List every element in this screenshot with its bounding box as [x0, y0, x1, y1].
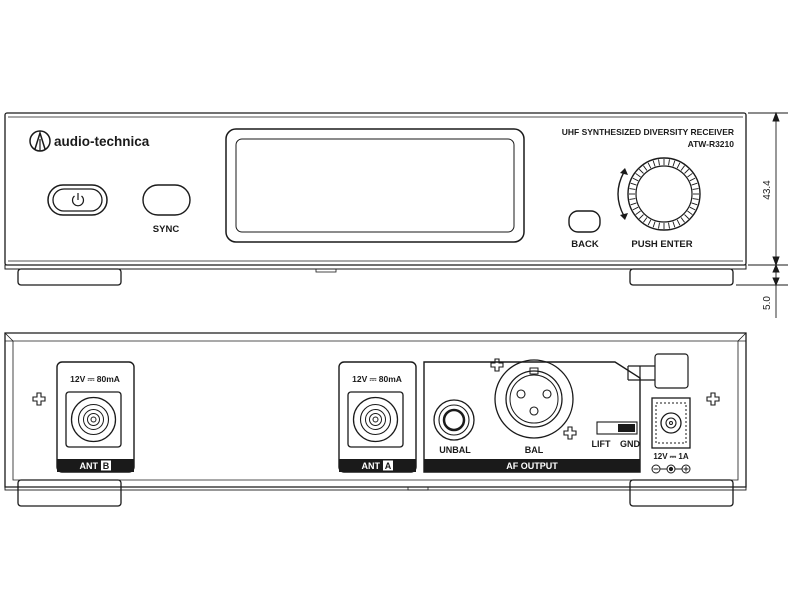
knob-grip-tick [672, 221, 676, 228]
front-foot-left [17, 268, 122, 286]
knob-grip-tick [647, 219, 652, 226]
ant-a-label: ANT [362, 461, 381, 471]
knob-grip-ticks [629, 159, 699, 229]
cable-clamp [627, 353, 689, 389]
ant-a-letter-box [383, 460, 393, 471]
back-button[interactable] [568, 210, 601, 233]
ant-a-label-bar [339, 459, 416, 472]
ant-a-power-rating: 12V ⎓ 80mA [352, 374, 402, 384]
ant-b-letter: B [103, 461, 110, 471]
knob-grip-tick [647, 162, 652, 169]
screw-icon [706, 392, 720, 406]
knob-grip-tick [680, 217, 685, 223]
knob-grip-tick [687, 173, 693, 178]
knob-grip-tick [687, 210, 693, 215]
knob-grip-tick [676, 162, 681, 169]
knob-grip-tick [635, 173, 641, 178]
knob-grip-tick [684, 168, 690, 174]
audio-technica-logo-icon [29, 130, 51, 152]
front-foot-right [629, 268, 734, 286]
lift-label: LIFT [592, 439, 611, 449]
knob-grip-tick [635, 210, 641, 215]
knob-grip-tick [638, 168, 644, 174]
knob-grip-tick [643, 165, 648, 171]
sync-label: SYNC [153, 224, 180, 235]
gnd-label: GND [620, 439, 641, 449]
af-output-panel [423, 361, 641, 473]
rear-foot-right [629, 479, 734, 507]
knob-grip-tick [676, 219, 681, 226]
rotate-arrow-icon [617, 168, 628, 220]
knob-grip-tick [629, 188, 636, 190]
dc-polarity-icon [651, 464, 691, 474]
ant-b-letter-box [101, 460, 111, 471]
rear-foot-left [17, 479, 122, 507]
knob-grip-tick [630, 182, 637, 186]
af-output-label: AF OUTPUT [506, 461, 558, 471]
display-window [225, 128, 525, 243]
ant-b-power-rating: 12V ⎓ 80mA [70, 374, 120, 384]
dimension-feet: 5.0 [762, 296, 773, 310]
knob-grip-tick [692, 198, 699, 200]
display-screen [235, 138, 515, 233]
front-view [4, 112, 747, 286]
dc-jack-panel [651, 397, 691, 449]
knob-grip-tick [643, 217, 648, 223]
unbal-jack[interactable] [433, 399, 475, 441]
push-enter-knob-outer [627, 157, 701, 231]
knob-grip-tick [680, 165, 685, 171]
knob-grip-tick [632, 206, 639, 211]
power-icon [71, 193, 85, 207]
knob-grip-tick [638, 214, 644, 220]
front-base-plate [4, 264, 747, 270]
screw-icon [490, 358, 504, 372]
dimension-height: 43.4 [762, 180, 773, 200]
knob-grip-tick [630, 202, 637, 206]
power-button-bezel [47, 184, 108, 216]
ant-a-bnc-connector[interactable] [347, 391, 404, 448]
back-label: BACK [571, 239, 599, 250]
ant-b-label-bar [57, 459, 134, 472]
knob-grip-tick [658, 222, 660, 229]
model-number: ATW-R3210 [688, 139, 735, 149]
knob-grip-tick [684, 214, 690, 220]
screw-icon [563, 426, 577, 440]
ant-b-bnc-connector[interactable] [65, 391, 122, 448]
lift-gnd-switch[interactable] [596, 421, 638, 435]
dc-power-jack[interactable] [655, 402, 687, 444]
knob-grip-tick [692, 188, 699, 190]
knob-grip-tick [672, 160, 676, 167]
bal-xlr-connector[interactable] [494, 359, 574, 439]
knob-grip-tick [689, 206, 696, 211]
knob-grip-tick [691, 182, 698, 186]
knob-grip-tick [668, 222, 670, 229]
knob-grip-tick [658, 159, 660, 166]
knob-grip-tick [652, 160, 656, 167]
knob-grip-tick [632, 177, 639, 182]
knob-grip-tick [691, 202, 698, 206]
model-description: UHF SYNTHESIZED DIVERSITY RECEIVER [562, 127, 734, 137]
af-output-label-bar [424, 459, 640, 472]
power-button[interactable] [52, 188, 103, 212]
knob-grip-tick [668, 159, 670, 166]
dimension-lines [736, 111, 788, 318]
unbal-label: UNBAL [439, 445, 471, 455]
knob-grip-tick [652, 221, 656, 228]
sync-button[interactable] [142, 184, 191, 216]
ant-b-label: ANT [80, 461, 99, 471]
screw-icon [32, 392, 46, 406]
ant-a-letter: A [385, 461, 392, 471]
dc-rating-label: 12V ⎓ 1A [653, 452, 689, 461]
push-enter-knob[interactable] [635, 165, 693, 223]
bal-label: BAL [525, 445, 544, 455]
push-enter-label: PUSH ENTER [631, 239, 692, 250]
knob-grip-tick [689, 177, 696, 182]
brand-name: audio-technica [54, 134, 150, 149]
rear-view [4, 332, 747, 507]
knob-grip-tick [629, 198, 636, 200]
